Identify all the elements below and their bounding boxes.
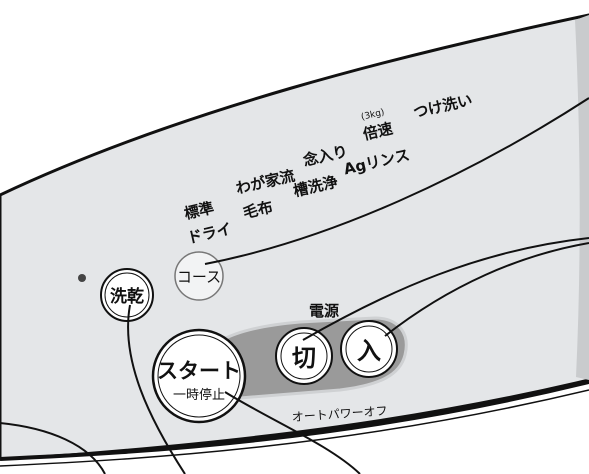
wash-dry-label: 洗乾 xyxy=(110,286,144,307)
wash-dry-button[interactable]: 洗乾 xyxy=(100,268,154,322)
indicator-lamp xyxy=(78,274,86,282)
callout-line-start xyxy=(224,391,361,474)
start-label: スタート xyxy=(157,359,241,383)
callout-line-wash-dry xyxy=(127,304,186,474)
callout-line-power-off xyxy=(302,237,589,341)
callout-lines xyxy=(0,97,589,474)
start-pause-button[interactable]: スタート 一時停止 xyxy=(151,328,247,424)
power-off-button[interactable]: 切 xyxy=(275,327,333,385)
pause-label: 一時停止 xyxy=(173,387,225,403)
auto-power-off-label: オートパワーオフ xyxy=(291,404,388,425)
power-title: 電源 xyxy=(309,302,339,320)
power-on-label: 入 xyxy=(357,337,381,365)
power-on-button[interactable]: 入 xyxy=(340,320,398,378)
course-button[interactable]: コース xyxy=(174,251,224,301)
callout-line-power-on xyxy=(384,242,589,337)
power-off-label: 切 xyxy=(292,344,316,372)
callout-line-course xyxy=(204,97,589,265)
course-button-label: コース xyxy=(177,268,221,286)
panel-edge xyxy=(575,15,589,380)
callout-line-left xyxy=(0,422,106,474)
